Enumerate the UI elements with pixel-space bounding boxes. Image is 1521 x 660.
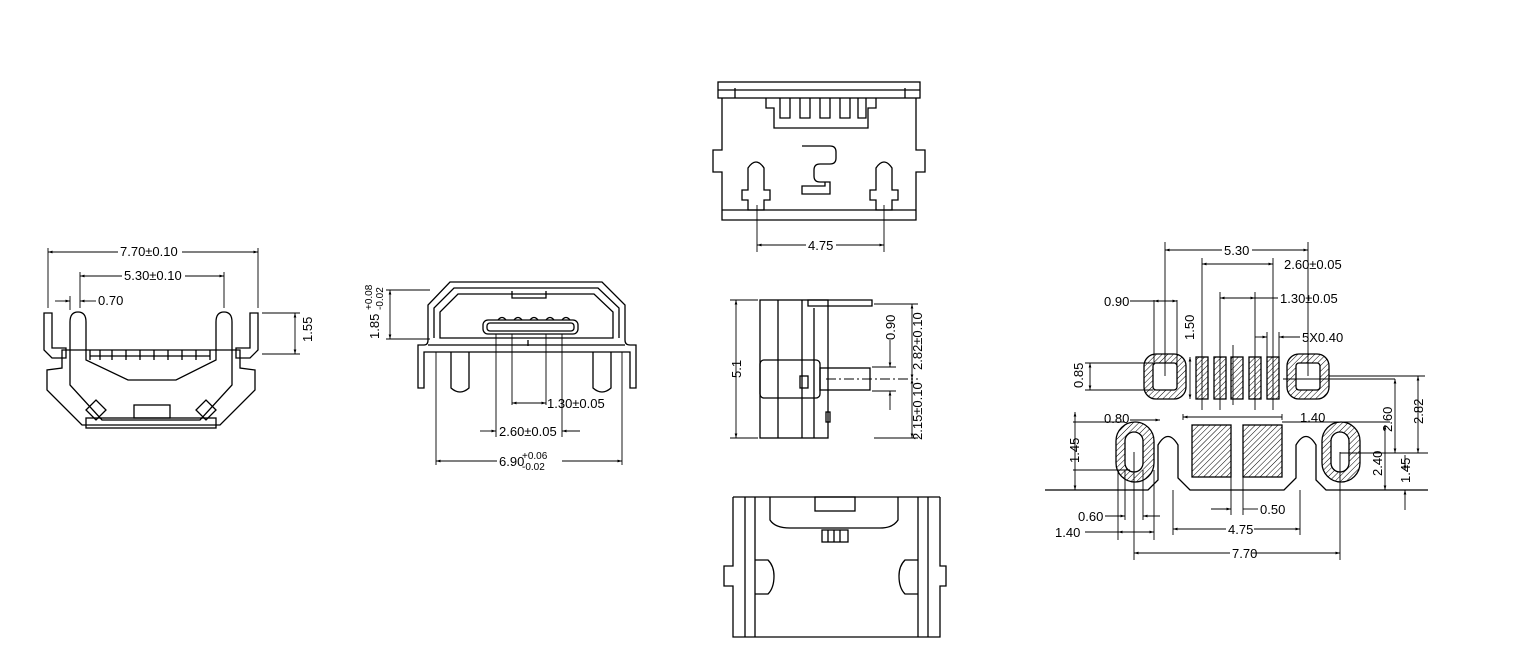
dim-slot-height: 1.45 bbox=[1067, 438, 1082, 463]
dim-offset-240: 2.40 bbox=[1370, 451, 1385, 476]
dim-offset-145: 1.45 bbox=[1398, 458, 1413, 483]
dim-overall-width: 7.70±0.10 bbox=[120, 244, 178, 259]
dim-tab-hole-height: 0.85 bbox=[1071, 363, 1086, 388]
dim-offset-282: 2.82 bbox=[1411, 399, 1426, 424]
signal-pad bbox=[1230, 356, 1244, 400]
top-view: 4.75 bbox=[712, 81, 926, 253]
dim-center-pad-gap: 1.40 bbox=[1300, 410, 1325, 425]
dim-width-plus: +0.06 bbox=[522, 451, 548, 462]
dim-pitch-double: 2.60±0.05 bbox=[499, 424, 557, 439]
dim-slot-hole: 0.60 bbox=[1078, 509, 1103, 524]
dim-front-offset: 2.82±0.10 bbox=[910, 312, 925, 370]
dim-opening-height-minus: -0.02 bbox=[375, 287, 386, 310]
dim-pad-length: 1.50 bbox=[1182, 315, 1197, 340]
left-view: 7.70±0.10 5.30±0.10 0.70 1.55 bbox=[43, 244, 315, 429]
dim-pad-gap: 0.50 bbox=[1260, 502, 1285, 517]
center-pad-right bbox=[1242, 424, 1283, 478]
dim-height: 1.55 bbox=[300, 317, 315, 342]
dim-pin-height: 0.90 bbox=[883, 315, 898, 340]
dim-inner-width: 5.30±0.10 bbox=[124, 268, 182, 283]
dim-pad-width: 5X0.40 bbox=[1302, 330, 1343, 345]
dim-slot-spacing: 7.70 bbox=[1232, 546, 1257, 561]
dim-slot-outer: 1.40 bbox=[1055, 525, 1080, 540]
dim-slot-width: 0.80 bbox=[1104, 411, 1129, 426]
front-view: 1.85 +0.08 -0.02 1.30±0.05 2.60±0.05 6.9… bbox=[364, 281, 637, 473]
center-pad-left bbox=[1191, 424, 1232, 478]
dim-length: 5.1 bbox=[729, 360, 744, 378]
dim-pad-pitch: 1.30±0.05 bbox=[1280, 291, 1338, 306]
dim-pad-span: 2.60±0.05 bbox=[1284, 257, 1342, 272]
dim-peg-spacing: 4.75 bbox=[1228, 522, 1253, 537]
dim-width: 6.90 bbox=[499, 454, 524, 469]
dim-width-minus: -0.02 bbox=[522, 462, 545, 473]
pcb-footprint: 5.30 2.60±0.05 1.30±0.05 0.90 1.50 5X0.4… bbox=[1045, 242, 1428, 561]
bottom-view bbox=[723, 496, 947, 638]
dim-offset-260: 2.60 bbox=[1380, 407, 1395, 432]
dim-peg-spacing: 4.75 bbox=[808, 238, 833, 253]
dim-opening-height: 1.85 bbox=[367, 314, 382, 339]
dim-tab-spacing: 5.30 bbox=[1224, 243, 1249, 258]
dim-pitch: 1.30±0.05 bbox=[547, 396, 605, 411]
dim-tab-hole: 0.90 bbox=[1104, 294, 1129, 309]
side-view: 5.1 0.90 2.82±0.10 2.15±0.10 bbox=[729, 299, 925, 440]
dim-rear-offset: 2.15±0.10 bbox=[910, 382, 925, 440]
dim-opening-height-plus: +0.08 bbox=[364, 284, 375, 310]
dim-pin-offset: 0.70 bbox=[98, 293, 123, 308]
